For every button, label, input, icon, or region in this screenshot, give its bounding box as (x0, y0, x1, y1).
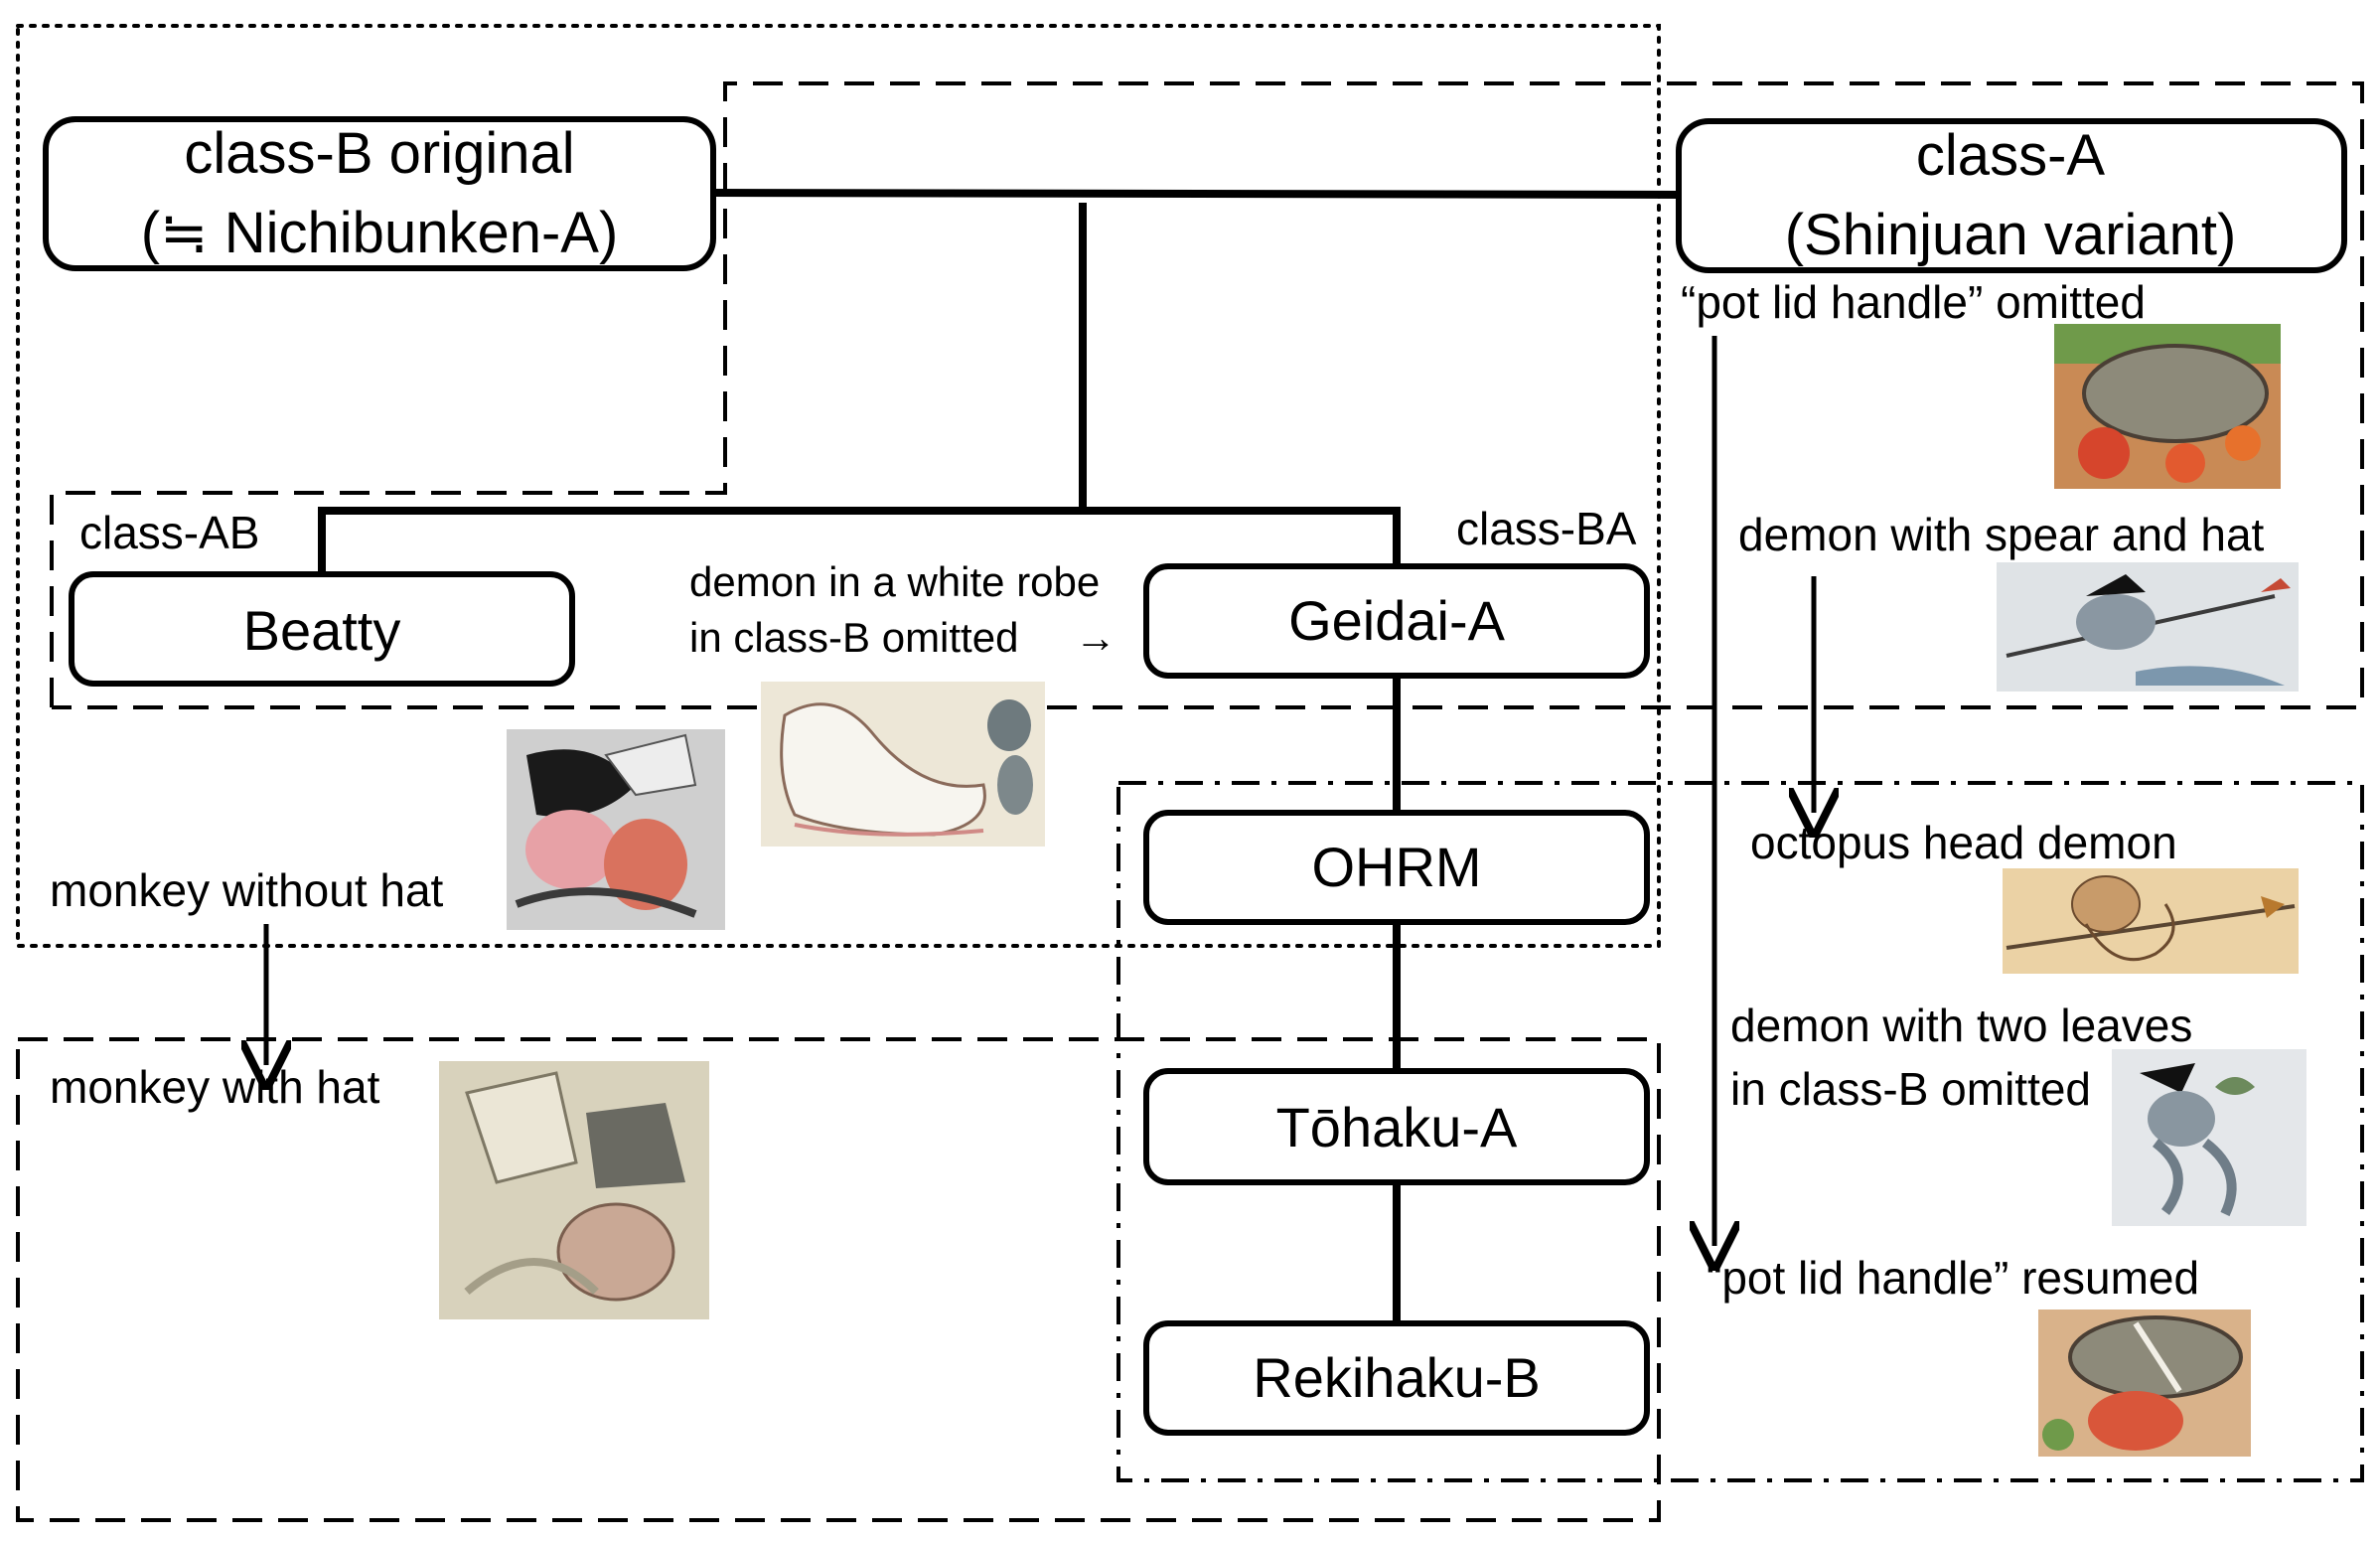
node-class-b-original: class-B original (≒ Nichibunken-A) (43, 116, 716, 271)
class-ab-label: class-AB (79, 507, 259, 558)
class-b-original-line2: (≒ Nichibunken-A) (141, 201, 619, 265)
two-leaves-note-line2: in class-B omitted (1730, 1063, 2091, 1115)
node-class-a: class-A (Shinjuan variant) (1676, 118, 2347, 273)
class-ba-label: class-BA (1456, 503, 1637, 554)
octopus-head-demon-image (2003, 868, 2299, 974)
monkey-with-hat-note: monkey with hat (50, 1061, 380, 1113)
white-robe-demon-image (761, 682, 1045, 847)
class-b-original-line1: class-B original (184, 121, 574, 186)
monkey-without-hat-note: monkey without hat (50, 864, 444, 916)
class-a-dashed-region (50, 81, 2364, 709)
node-ohrm: OHRM (1143, 810, 1650, 925)
spear-and-hat-image (1997, 562, 2299, 692)
node-tohaku-a: Tōhaku-A (1143, 1068, 1650, 1185)
monkey-without-hat-image (507, 729, 725, 930)
white-robe-note-line2: in class-B omitted (689, 614, 1018, 661)
white-robe-arrow: → (1075, 614, 1116, 661)
node-geidai-a: Geidai-A (1143, 563, 1650, 679)
ohrm-label: OHRM (1311, 836, 1481, 898)
pot-lid-resumed-note: “pot lid handle” resumed (1707, 1252, 2199, 1304)
node-rekihaku-b: Rekihaku-B (1143, 1320, 1650, 1436)
rekihaku-b-label: Rekihaku-B (1253, 1346, 1540, 1409)
white-robe-note-line1: demon in a white robe (689, 558, 1100, 605)
pot-lid-omitted-note: “pot lid handle” omitted (1681, 276, 2146, 328)
edge-top-bar (712, 189, 1680, 199)
two-leaves-demon-image (2112, 1049, 2306, 1226)
monkey-with-hat-dashed-region (16, 1037, 1661, 1522)
class-b-dotted-region (16, 24, 1661, 948)
edge-split (318, 507, 1401, 576)
pot-lid-omitted-image (2054, 324, 2281, 489)
beatty-label: Beatty (243, 599, 401, 662)
tohaku-a-label: Tōhaku-A (1276, 1096, 1518, 1158)
octopus-head-note: octopus head demon (1750, 817, 2177, 868)
node-beatty: Beatty (69, 571, 575, 687)
spear-and-hat-note: demon with spear and hat (1738, 509, 2265, 560)
two-leaves-note-line1: demon with two leaves (1730, 1000, 2192, 1051)
class-a-line1: class-A (1916, 123, 2105, 188)
class-a-line2: (Shinjuan variant) (1785, 203, 2237, 267)
geidai-a-label: Geidai-A (1288, 589, 1506, 652)
pot-lid-resumed-image (2038, 1310, 2251, 1457)
monkey-with-hat-image (439, 1061, 709, 1319)
shinjuan-descendant-dashdot-region (1116, 781, 2364, 1482)
